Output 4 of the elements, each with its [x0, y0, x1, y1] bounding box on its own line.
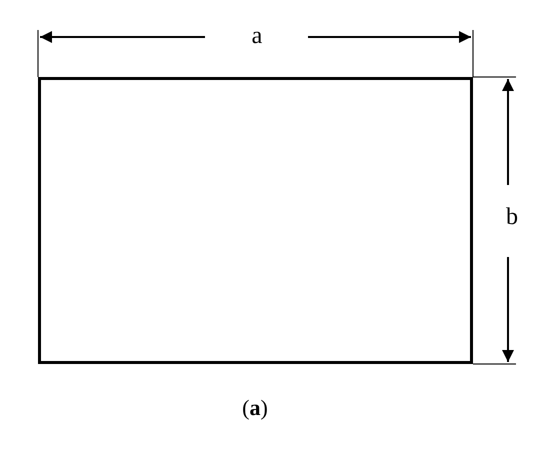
plate-rectangle [38, 77, 473, 364]
dimension-label: a [252, 24, 262, 48]
dimension-label: b [506, 205, 518, 229]
figure-caption: (a) [242, 396, 268, 420]
